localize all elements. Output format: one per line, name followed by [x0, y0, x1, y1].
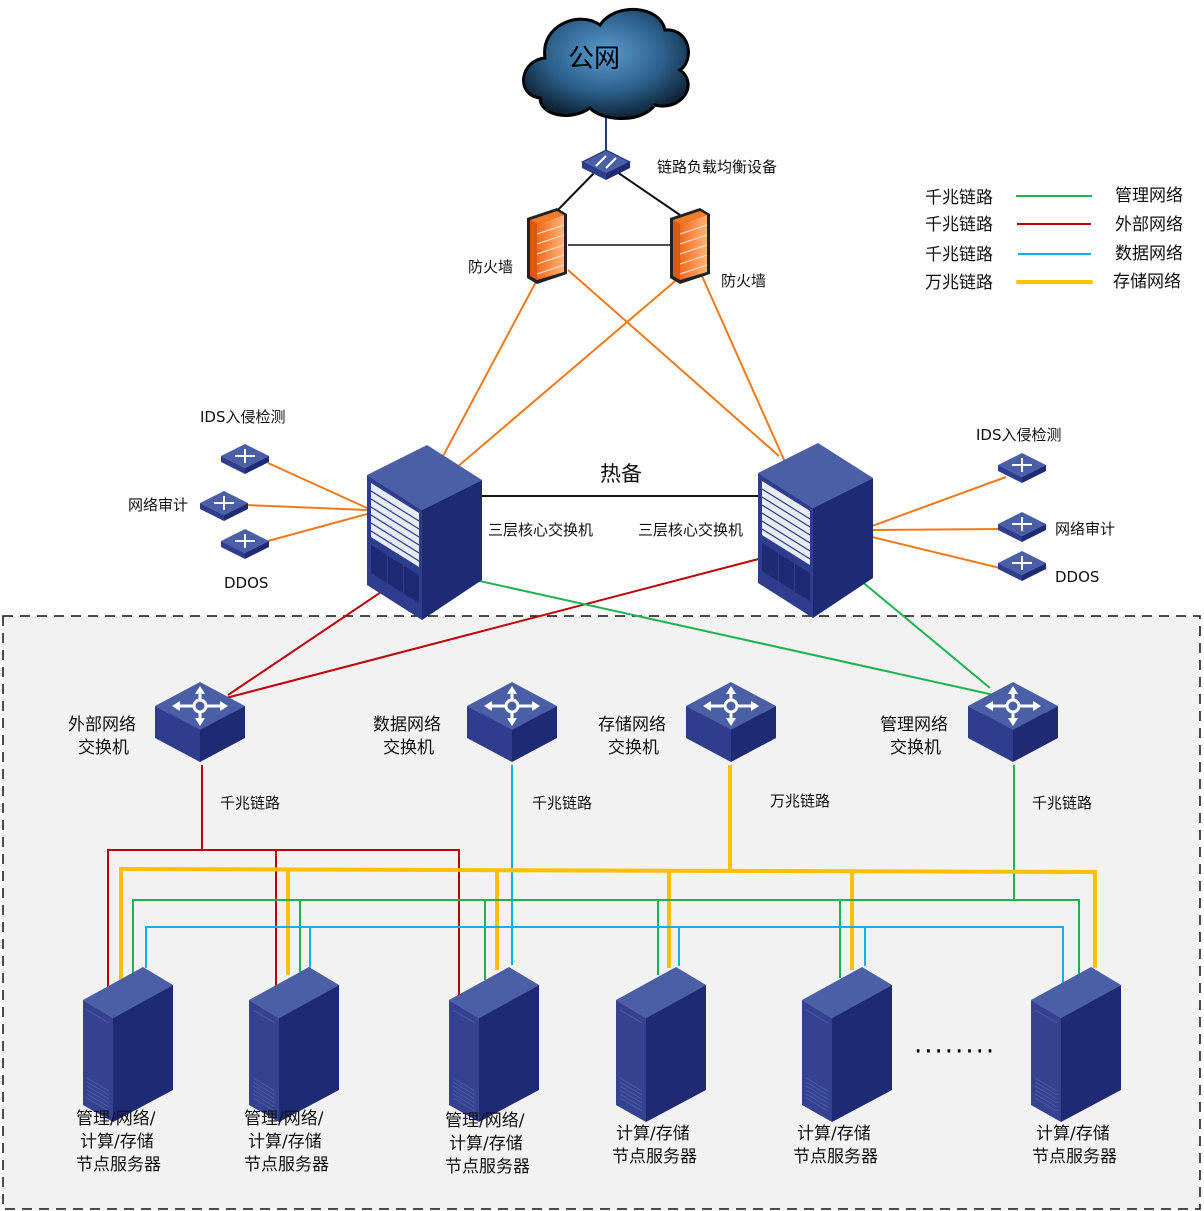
storage-network-bus — [119, 866, 1097, 980]
access-switch-data: 数据网络 交换机 千兆链路 — [373, 680, 592, 812]
cloud-label: 公网 — [568, 44, 620, 74]
ddos-device-left — [220, 528, 270, 560]
firewall-right — [669, 207, 711, 285]
svg-text:节点服务器: 节点服务器 — [793, 1147, 878, 1167]
link-speed-label: 千兆链路 — [532, 794, 592, 812]
svg-text:外部网络: 外部网络 — [1115, 215, 1183, 235]
audit-device-left — [199, 490, 249, 522]
core-switch-left — [366, 444, 483, 621]
ids-device-left — [220, 443, 270, 475]
svg-text:千兆链路: 千兆链路 — [925, 215, 993, 235]
svg-text:交换机: 交换机 — [890, 738, 941, 758]
legend-item: 千兆链路 管理网络 — [925, 186, 1183, 208]
svg-text:节点服务器: 节点服务器 — [612, 1147, 697, 1167]
svg-text:管理网络: 管理网络 — [1115, 186, 1183, 206]
link-speed-label: 千兆链路 — [1032, 794, 1092, 812]
svg-text:数据网络: 数据网络 — [1115, 244, 1183, 264]
firewall-left — [526, 207, 568, 285]
svg-text:计算/存储: 计算/存储 — [1036, 1124, 1110, 1144]
svg-text:外部网络: 外部网络 — [68, 715, 136, 735]
svg-text:管理/网络/: 管理/网络/ — [445, 1111, 525, 1131]
load-balancer-label: 链路负载均衡设备 — [657, 158, 777, 176]
svg-text:节点服务器: 节点服务器 — [1032, 1147, 1117, 1167]
audit-left-label: 网络审计 — [128, 496, 188, 514]
svg-text:管理/网络/: 管理/网络/ — [76, 1109, 156, 1129]
core-switch-right — [757, 442, 874, 619]
svg-text:节点服务器: 节点服务器 — [76, 1155, 161, 1175]
ddos-device-right — [997, 550, 1047, 582]
ddos-left-label: DDOS — [224, 574, 268, 592]
firewall-left-label: 防火墙 — [468, 258, 513, 276]
ids-left-label: IDS入侵检测 — [200, 408, 286, 426]
svg-text:千兆链路: 千兆链路 — [925, 245, 993, 265]
ids-right-label: IDS入侵检测 — [976, 426, 1062, 444]
svg-text:千兆链路: 千兆链路 — [925, 188, 993, 208]
firewall-right-label: 防火墙 — [721, 272, 766, 290]
access-switch-storage: 存储网络 交换机 万兆链路 — [598, 680, 830, 810]
svg-text:计算/存储: 计算/存储 — [449, 1134, 523, 1154]
svg-text:存储网络: 存储网络 — [598, 715, 666, 735]
svg-text:交换机: 交换机 — [608, 738, 659, 758]
svg-text:节点服务器: 节点服务器 — [244, 1155, 329, 1175]
svg-text:万兆链路: 万兆链路 — [925, 273, 993, 293]
core-switch-left-label: 三层核心交换机 — [488, 521, 593, 539]
svg-text:节点服务器: 节点服务器 — [445, 1157, 530, 1177]
svg-text:交换机: 交换机 — [78, 738, 129, 758]
server-node: 管理/网络/ 计算/存储 节点服务器 — [76, 966, 174, 1175]
wan-links — [549, 118, 681, 246]
access-switch-external: 外部网络 交换机 千兆链路 — [68, 680, 280, 812]
more-servers-ellipsis: ········ — [914, 1037, 996, 1067]
link-speed-label: 千兆链路 — [220, 794, 280, 812]
svg-text:管理/网络/: 管理/网络/ — [244, 1109, 324, 1129]
core-access-links — [225, 555, 995, 699]
legend-item: 万兆链路 存储网络 — [925, 272, 1181, 293]
load-balance-icon — [595, 155, 617, 169]
link-speed-label: 万兆链路 — [770, 792, 830, 810]
firewall-core-links — [441, 269, 786, 469]
management-network-bus — [132, 899, 1080, 980]
ddos-right-label: DDOS — [1055, 568, 1099, 586]
server-node: 管理/网络/ 计算/存储 节点服务器 — [244, 966, 340, 1175]
core-switch-right-label: 三层核心交换机 — [638, 521, 743, 539]
audit-device-right — [997, 511, 1047, 543]
access-switch-management: 管理网络 交换机 千兆链路 — [880, 680, 1092, 812]
data-network-bus — [145, 926, 1064, 985]
load-balancer — [580, 149, 632, 180]
server-node: 计算/存储 节点服务器 — [612, 966, 707, 1167]
server-node: 计算/存储 节点服务器 — [793, 966, 893, 1167]
access-downlinks — [201, 765, 1015, 965]
server-node: 管理/网络/ 计算/存储 节点服务器 — [445, 966, 540, 1177]
hot-standby-label: 热备 — [600, 462, 642, 486]
ids-device-right — [997, 452, 1047, 484]
svg-text:交换机: 交换机 — [383, 738, 434, 758]
public-internet-cloud: 公网 — [522, 8, 690, 120]
audit-right-label: 网络审计 — [1055, 520, 1115, 538]
svg-text:计算/存储: 计算/存储 — [616, 1124, 690, 1144]
svg-text:存储网络: 存储网络 — [1113, 272, 1181, 292]
legend-item: 千兆链路 外部网络 — [925, 215, 1183, 235]
legend: 千兆链路 管理网络 千兆链路 外部网络 千兆链路 数据网络 万兆链路 存储网络 — [925, 186, 1183, 293]
svg-text:计算/存储: 计算/存储 — [80, 1132, 154, 1152]
security-links — [244, 462, 1007, 569]
server-node: 计算/存储 节点服务器 — [1030, 966, 1122, 1167]
external-network-bus — [107, 849, 460, 1000]
svg-text:计算/存储: 计算/存储 — [248, 1132, 322, 1152]
svg-text:数据网络: 数据网络 — [373, 715, 441, 735]
svg-text:管理网络: 管理网络 — [880, 715, 948, 735]
legend-item: 千兆链路 数据网络 — [925, 244, 1183, 265]
svg-text:计算/存储: 计算/存储 — [797, 1124, 871, 1144]
